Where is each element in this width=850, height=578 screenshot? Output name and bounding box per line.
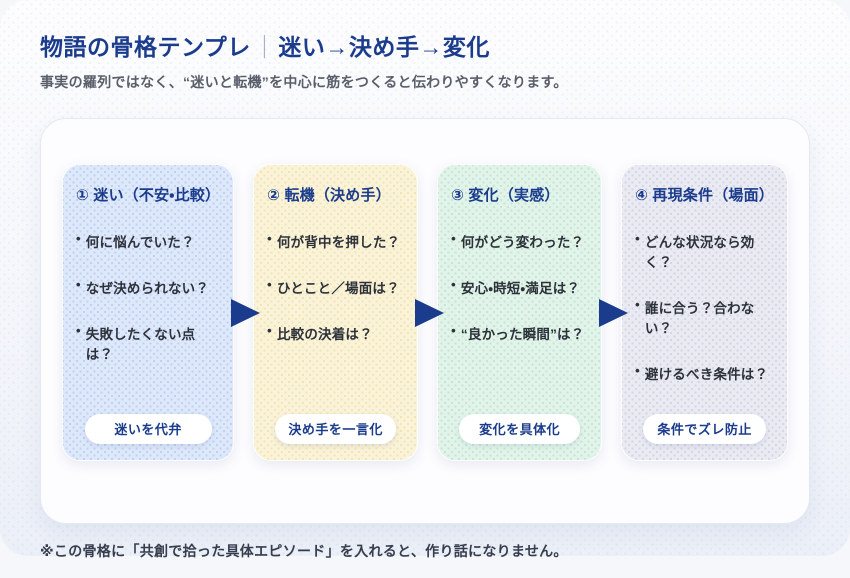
bullet-item: • 何がどう変わった？ — [451, 231, 588, 251]
page-subtitle: 事実の羅列ではなく、“迷いと転機”を中心に筋をつくると伝わりやすくなります。 — [40, 74, 568, 90]
bullet-item: • 比較の決着は？ — [267, 323, 404, 343]
bullet-dot-icon: • — [451, 231, 456, 246]
step-badge: 決め手を一言化 — [275, 414, 396, 444]
bullet-item: • 安心・時短・満足は？ — [451, 277, 588, 297]
bullet-dot-icon: • — [76, 277, 81, 292]
step-card-henka: ③ 変化（実感） • 何がどう変わった？ • 安心・時短・満足は？ • “良かった瞬間… — [437, 164, 629, 461]
bullet-dot-icon: • — [635, 297, 640, 312]
bullet-dot-icon: • — [451, 323, 456, 338]
bullet-item: • なぜ決められない？ — [76, 277, 220, 297]
arrow-right-icon — [415, 298, 445, 327]
bullet-dot-icon: • — [451, 277, 456, 292]
step-card-mayoi: ① 迷い（不安・比較） • 何に悩んでいた？ • なぜ決められない？ • 失敗したくな… — [62, 164, 261, 461]
step-badge: 条件でズレ防止 — [643, 414, 766, 444]
bullet-dot-icon: • — [635, 231, 640, 246]
bullet-dot-icon: • — [76, 231, 81, 246]
bullet-item: • “良かった瞬間”は？ — [451, 323, 588, 343]
bullet-text: 比較の決着は？ — [276, 327, 373, 342]
page-title-left: 物語の骨格テンプレ — [40, 34, 251, 60]
bullet-item: • 何が背中を押した？ — [267, 231, 404, 251]
bullet-dot-icon: • — [267, 323, 272, 338]
bullet-text: どんな状況なら効く？ — [644, 235, 755, 270]
step-card-tenki: ② 転機（決め手） • 何が背中を押した？ • ひとこと／場面は？ • 比較の決着は？… — [253, 164, 445, 461]
bullet-item: • 避けるべき条件は？ — [635, 363, 774, 383]
infographic-page: 物語の骨格テンプレ｜迷い→決め手→変化 事実の羅列ではなく、“迷いと転機”を中心… — [0, 28, 850, 559]
bullet-text: なぜ決められない？ — [85, 281, 210, 296]
bullet-text: 失敗したくない点は？ — [85, 327, 196, 362]
step-card-title: ④ 再現条件（場面） — [635, 187, 775, 204]
step-badge: 変化を具体化 — [459, 414, 580, 444]
bullet-text: “良かった瞬間”は？ — [460, 327, 585, 342]
bullet-text: 何が背中を押した？ — [276, 235, 401, 250]
step-card-title: ① 迷い（不安・比較） — [76, 187, 221, 204]
bullet-text: 安心・時短・満足は？ — [460, 281, 581, 296]
bullet-text: ひとこと／場面は？ — [276, 281, 400, 296]
bullet-dot-icon: • — [267, 277, 272, 292]
footnote: ※この骨格に「共創で拾った具体エピソード」を入れると、作り話になりません。 — [40, 543, 568, 559]
bullet-dot-icon: • — [635, 363, 640, 378]
bullet-item: • 失敗したくない点は？ — [76, 323, 220, 363]
bullet-item: • 何に悩んでいた？ — [76, 231, 220, 251]
bullet-text: 避けるべき条件は？ — [644, 367, 769, 382]
step-card-title: ③ 変化（実感） — [451, 187, 560, 204]
bullet-item: • どんな状況なら効く？ — [635, 231, 774, 271]
bullet-item: • 誰に合う？合わない？ — [635, 297, 774, 337]
bullet-dot-icon: • — [267, 231, 272, 246]
template-panel: ① 迷い（不安・比較） • 何に悩んでいた？ • なぜ決められない？ • 失敗したくな… — [40, 118, 810, 524]
step-card-title: ② 転機（決め手） — [267, 187, 391, 204]
page-title-right: 迷い→決め手→変化 — [278, 34, 490, 60]
step-badge: 迷いを代弁 — [84, 414, 212, 444]
steps-row: ① 迷い（不安・比較） • 何に悩んでいた？ • なぜ決められない？ • 失敗したくな… — [62, 164, 789, 461]
bullet-item: • ひとこと／場面は？ — [267, 277, 404, 297]
bullet-text: 何がどう変わった？ — [460, 235, 585, 250]
step-card-saigen-joken: ④ 再現条件（場面） • どんな状況なら効く？ • 誰に合う？合わない？ • 避けるべ… — [621, 164, 789, 461]
page-title-separator: ｜ — [252, 34, 277, 60]
arrow-right-icon — [231, 298, 261, 327]
arrow-right-icon — [599, 298, 629, 327]
bullet-text: 何に悩んでいた？ — [85, 235, 195, 250]
page-title: 物語の骨格テンプレ｜迷い→決め手→変化 — [40, 28, 810, 62]
bullet-text: 誰に合う？合わない？ — [644, 301, 755, 336]
bullet-dot-icon: • — [76, 323, 81, 338]
